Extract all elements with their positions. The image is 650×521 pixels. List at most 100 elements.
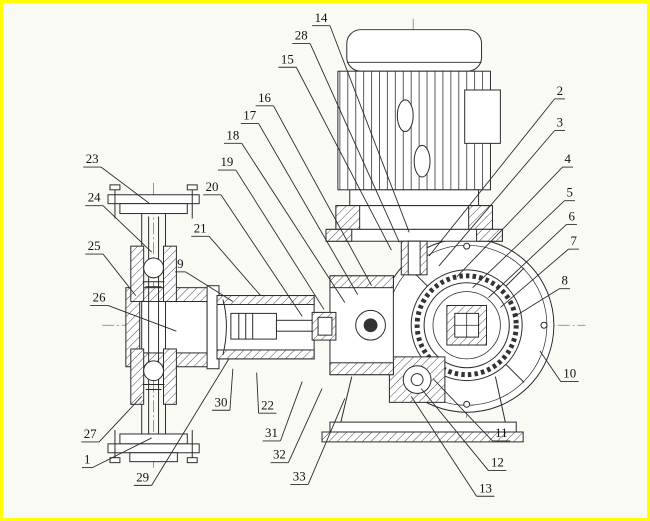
rod-coupling [317,316,333,336]
leader-line-11 [432,378,493,442]
lifting-slot [396,99,414,132]
leader-line-25 [102,253,137,296]
diaphragm [222,299,227,356]
part-label-18: 18 [226,128,239,142]
leader-line-31 [279,381,303,442]
part-label-7: 7 [570,234,577,248]
leader-line-14 [329,25,410,233]
lifting-slot [413,144,431,178]
lower-valve-body [130,348,145,405]
part-label-23: 23 [86,152,99,166]
upper-valve-body [130,245,145,303]
upper-valve-body [163,245,177,303]
leader-line-4 [456,166,563,278]
part-label-31: 31 [265,426,278,440]
part-label-8: 8 [562,274,568,288]
part-label-21: 21 [194,221,207,235]
gear-teeth [414,273,519,378]
part-label-27: 27 [84,427,97,441]
adapter-section [476,228,503,242]
lower-valve-body [163,348,177,405]
fan-cowl [346,29,483,72]
guide-wall-bottom [329,362,394,376]
part-label-10: 10 [563,367,576,381]
part-label-13: 13 [479,481,492,495]
valve-column [107,184,220,464]
housing-rib [504,363,525,383]
leader-line-21 [208,235,261,296]
leader-line-5 [472,200,565,289]
leader-line-2 [428,98,555,257]
part-label-30: 30 [215,395,228,409]
leader-line-18 [241,143,346,303]
upper-valve-ball [143,257,164,279]
leader-line-10 [539,350,562,382]
leader-line-9 [185,271,234,302]
leader-line-27 [98,396,143,443]
leader-line-12 [420,388,489,471]
part-label-29: 29 [136,470,149,484]
part-label-5: 5 [566,186,572,200]
suction-flange [107,443,200,454]
lower-valve-ball [143,360,164,382]
part-label-26: 26 [93,291,106,305]
crosshead-pin [363,318,378,333]
part-label-19: 19 [220,155,233,169]
bolt-nut [186,184,198,191]
leader-line-1 [92,437,152,468]
part-label-17: 17 [243,109,256,123]
leader-line-6 [488,224,567,298]
part-label-25: 25 [88,239,101,253]
part-label-11: 11 [495,426,507,440]
foundation-plate [321,431,524,443]
head-cavity [139,301,208,354]
leader-line-33 [307,398,346,485]
leader-line-28 [309,43,400,243]
plunger [230,312,277,340]
flange-bolt [540,321,548,329]
part-label-22: 22 [261,398,274,412]
part-label-4: 4 [565,152,572,166]
plunger-rod [275,319,317,332]
flange-section [335,205,361,230]
leader-line-20 [220,194,303,317]
part-label-32: 32 [273,448,286,462]
discharge-flange [107,194,200,205]
adapter-section [325,228,353,242]
cylinder-wall-bottom [216,349,315,360]
part-label-14: 14 [315,11,328,25]
part-label-9: 9 [177,257,183,271]
guide-wall-top [329,275,394,289]
suction-end-cap [129,452,178,463]
part-label-2: 2 [557,84,563,98]
part-label-16: 16 [258,91,271,105]
housing-rib [504,267,525,288]
leader-line-3 [438,130,555,267]
bolt-nut [186,457,198,464]
leader-line-17 [258,123,359,295]
worm-shaft [407,240,421,276]
leader-line-15 [295,67,392,251]
pump-assembly-drawing: 1428151617181920219234567810111213232425… [81,11,586,497]
part-label-1: 1 [84,453,90,467]
part-label-12: 12 [491,456,504,470]
leader-line-8 [513,288,560,318]
leader-line-30 [229,368,234,411]
base-plate [329,421,517,433]
adapter-plate [325,228,503,242]
lower-bearing-bore [410,373,424,387]
part-label-28: 28 [295,29,308,43]
bolt-nut [109,184,121,191]
part-label-6: 6 [568,209,575,223]
motor [325,29,503,276]
discharge-flange-hub [119,203,188,215]
base-skirt [340,376,353,423]
part-label-24: 24 [88,191,101,205]
base-skirt [494,376,506,423]
part-label-3: 3 [557,116,563,130]
part-label-20: 20 [206,180,219,194]
terminal-box [464,89,501,144]
flange-bolt [463,400,471,408]
leader-line-24 [102,205,152,253]
